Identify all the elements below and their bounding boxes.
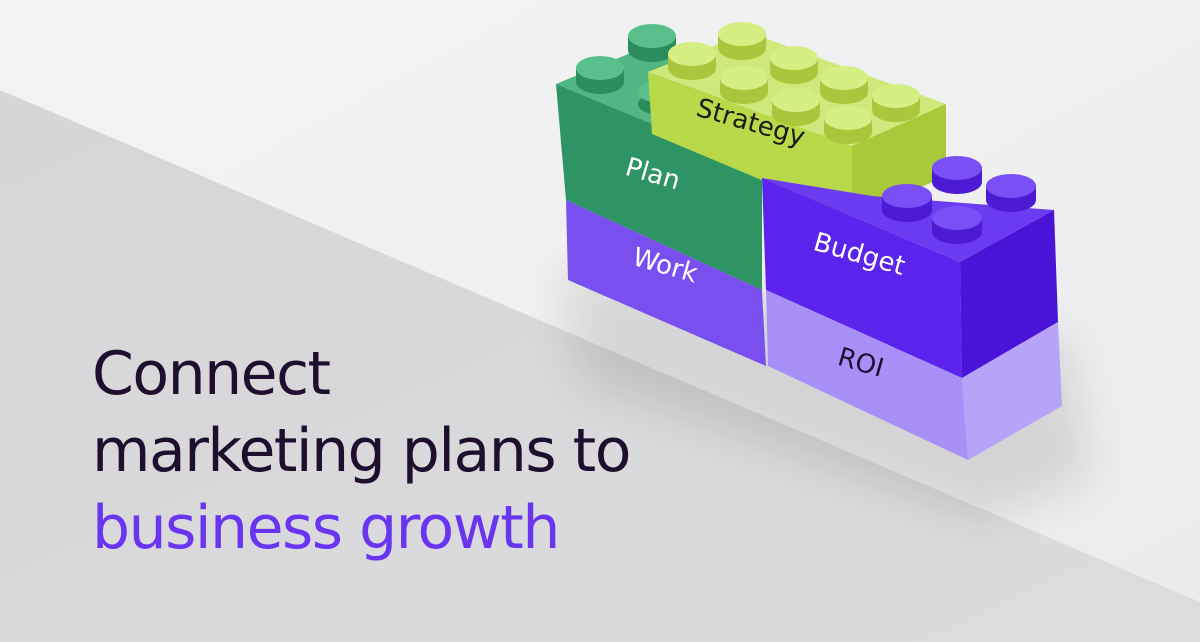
strategy-brick	[648, 22, 946, 218]
strategy-studs	[668, 22, 920, 144]
work-brick	[566, 200, 766, 366]
budget-brick	[762, 156, 1058, 378]
headline-line-2: marketing plans to	[92, 416, 631, 486]
headline-line-1: Connect	[92, 339, 331, 409]
roi-brick	[766, 290, 1062, 460]
headline-line-3-accent: business growth	[92, 493, 560, 563]
budget-studs	[882, 156, 1036, 244]
headline: Connect marketing plans to business grow…	[92, 336, 732, 567]
